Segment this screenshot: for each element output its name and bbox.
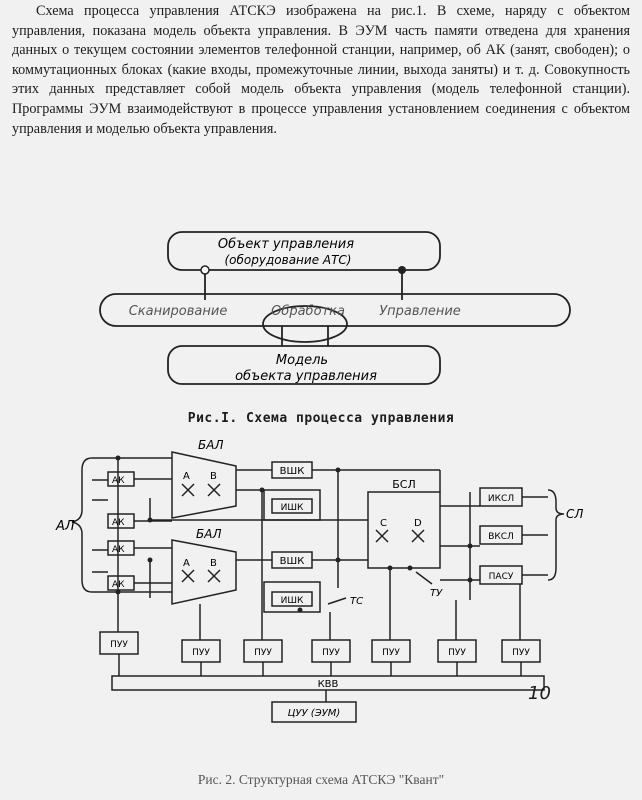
label-puu-3: ПУУ xyxy=(254,648,272,658)
figure-2-diagram: АЛ АК АК АК АК БАЛ БАЛ А В А В ВШК ВШК И… xyxy=(55,438,583,723)
control-object-block xyxy=(167,231,441,271)
bal-block-1 xyxy=(171,451,237,519)
fig1-top-line1: Объект управления xyxy=(218,237,354,252)
fig1-scan-label: Сканирование xyxy=(129,304,228,319)
label-cuu: ЦУУ (ЭУМ) xyxy=(288,708,341,719)
label-d: D xyxy=(414,518,422,529)
label-ak-4: АК xyxy=(112,580,125,590)
ishk-block-1 xyxy=(263,489,321,521)
figure-1-caption: Рис.I. Схема процесса управления xyxy=(187,411,455,426)
label-b-1: В xyxy=(210,471,217,482)
intro-paragraph: Схема процесса управления АТСКЭ изображе… xyxy=(12,3,630,137)
label-puu-6: ПУУ xyxy=(448,648,466,658)
label-ak-1: АК xyxy=(112,476,125,486)
label-ak-2: АК xyxy=(112,518,125,528)
fig1-control-label: Управление xyxy=(379,304,461,319)
label-bal-2: БАЛ xyxy=(196,527,221,541)
page-number: 10 xyxy=(528,683,551,704)
bsl-block xyxy=(367,491,441,569)
label-ishk-1: ИШК xyxy=(281,503,304,513)
label-bal-1: БАЛ xyxy=(198,438,223,452)
label-ishk-2: ИШК xyxy=(281,596,304,606)
label-b-2: В xyxy=(210,558,217,569)
kvv-bus xyxy=(111,675,545,691)
label-puu-5: ПУУ xyxy=(382,648,400,658)
label-tu: ТУ xyxy=(430,588,443,599)
label-ts: ТС xyxy=(350,596,363,607)
label-sl: СЛ xyxy=(566,507,583,521)
ishk-box-2 xyxy=(271,591,313,607)
fig1-top-line2: (оборудование АТС) xyxy=(225,253,352,267)
label-kvv: КВВ xyxy=(318,679,339,690)
processing-bar xyxy=(99,293,571,327)
figure-2-caption: Рис. 2. Структурная схема АТСКЭ "Квант" xyxy=(197,772,445,787)
fig1-process-label: Обработка xyxy=(271,304,345,319)
label-puu-4: ПУУ xyxy=(322,648,340,658)
label-vshk-2: ВШК xyxy=(280,556,305,567)
cuu-box xyxy=(271,701,357,723)
bal-block-2 xyxy=(171,539,237,605)
label-c: С xyxy=(380,518,387,529)
fig1-bottom-line2: объекта управления xyxy=(235,369,377,384)
label-ak-3: АК xyxy=(112,545,125,555)
model-block xyxy=(167,345,441,385)
label-iksl: ИКСЛ xyxy=(488,494,514,504)
label-vksl: ВКСЛ xyxy=(488,532,514,542)
label-bsl: БСЛ xyxy=(392,478,416,491)
label-puu-2: ПУУ xyxy=(192,648,210,658)
label-psu: ПАСУ xyxy=(489,572,514,582)
fig1-bottom-line1: Модель xyxy=(276,353,328,368)
label-a-1: А xyxy=(183,471,190,482)
label-vshk-1: ВШК xyxy=(280,466,305,477)
ishk-block-2 xyxy=(263,581,321,613)
label-al: АЛ xyxy=(55,519,75,534)
label-puu-7: ПУУ xyxy=(512,648,530,658)
figure-1-diagram: Объект управления (оборудование АТС) Ска… xyxy=(99,231,571,385)
label-puu-1: ПУУ xyxy=(110,640,128,650)
label-a-2: А xyxy=(183,558,190,569)
ishk-box-1 xyxy=(271,498,313,514)
